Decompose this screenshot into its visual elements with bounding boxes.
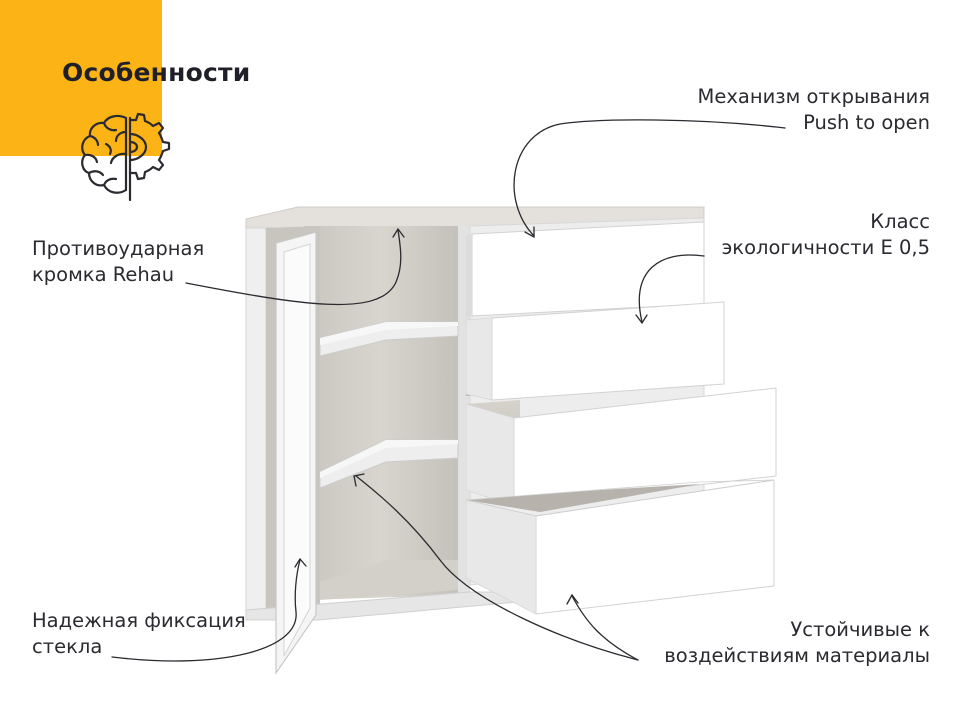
accent-block [0, 0, 162, 156]
feature-eco-class-line1: Класс [870, 210, 930, 233]
feature-materials-line2: воздействиям материалы [664, 644, 930, 667]
drawers [465, 221, 777, 615]
feature-eco-class-line2: экологичности Е 0,5 [721, 236, 930, 259]
feature-edge-line1: Противоударная [32, 237, 205, 260]
feature-materials-line1: Устойчивые к [790, 618, 930, 641]
feature-glass: Надежная фиксация стекла [32, 608, 246, 660]
feature-glass-line2: стекла [32, 635, 103, 658]
feature-edge-line2: кромка Rehau [32, 263, 175, 286]
feature-edge: Противоударная кромка Rehau [32, 236, 204, 288]
annotation-arrows [111, 119, 786, 662]
feature-push-to-open-line1: Механизм открывания [697, 85, 930, 108]
feature-eco-class: Класс экологичности Е 0,5 [640, 209, 930, 261]
feature-materials: Устойчивые к воздействиям материалы [600, 617, 930, 669]
feature-glass-line1: Надежная фиксация [32, 609, 246, 632]
page-title: Особенности [62, 58, 251, 87]
brain-gear-icon [81, 112, 171, 202]
feature-push-to-open: Механизм открывания Push to open [640, 84, 930, 136]
feature-push-to-open-line2: Push to open [803, 111, 930, 134]
